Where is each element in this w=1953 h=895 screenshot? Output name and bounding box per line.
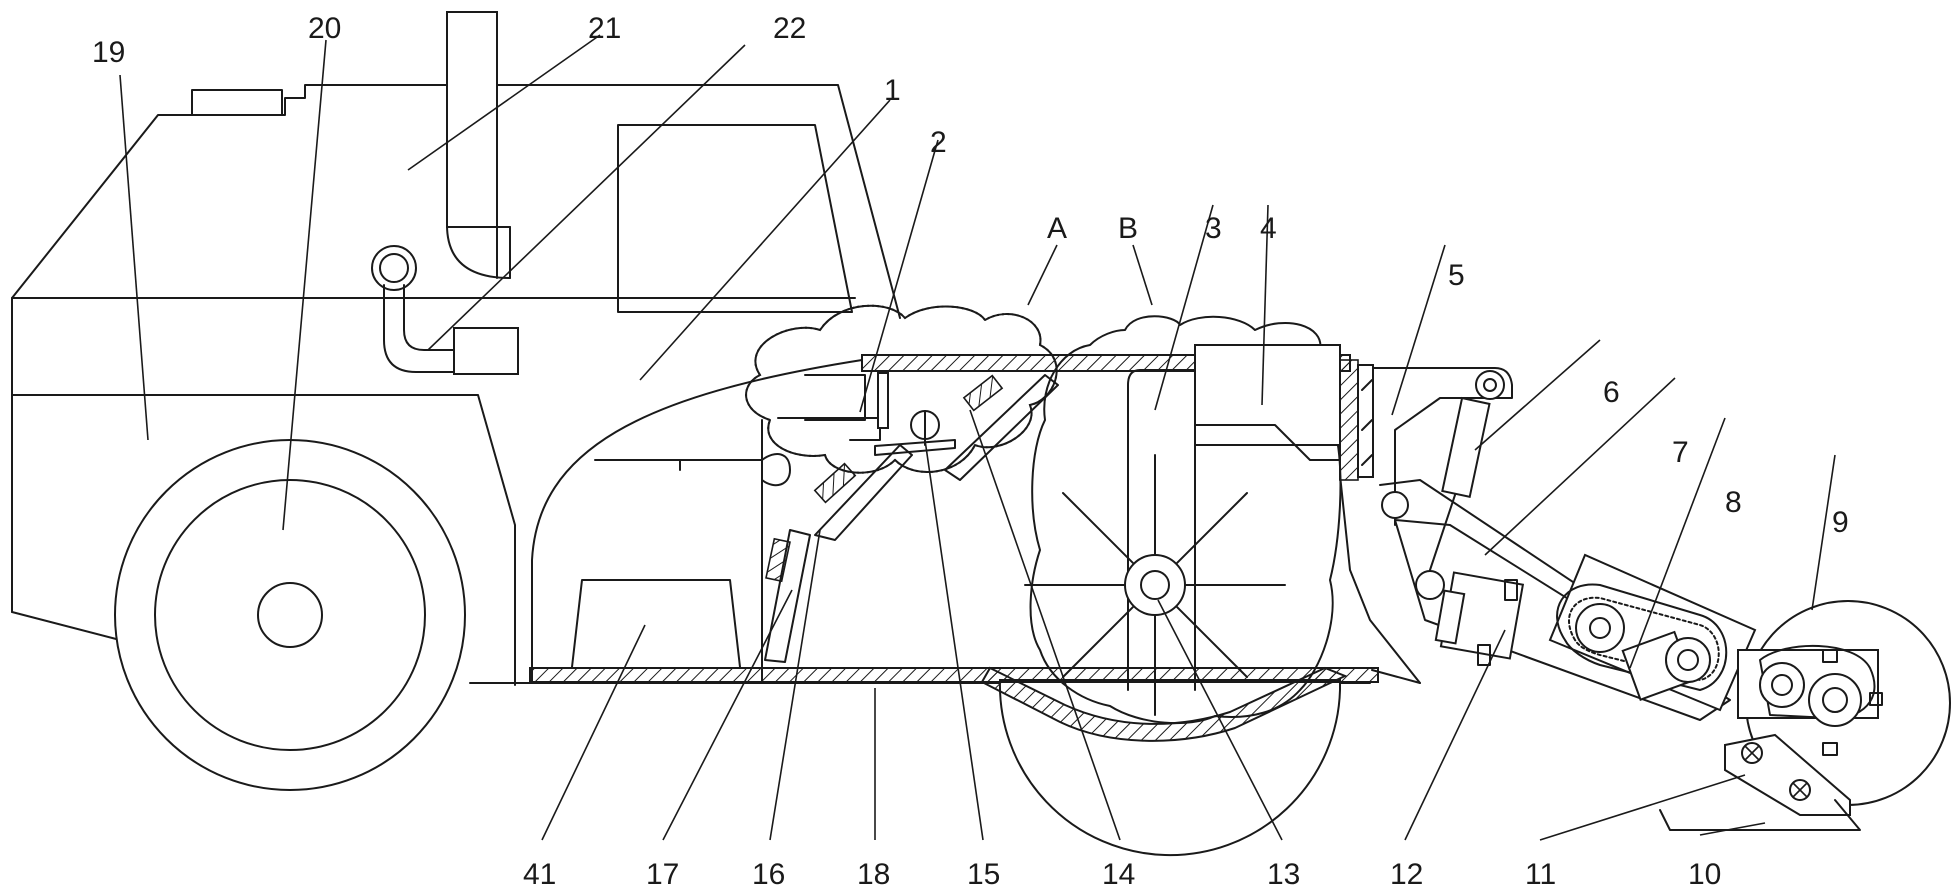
motor-12 [1434, 571, 1525, 666]
scraper-10-11 [1659, 733, 1861, 831]
label-7: 7 [1672, 436, 1689, 469]
detail-cloud-b [1029, 315, 1342, 725]
box-41 [571, 579, 741, 668]
label-21: 21 [588, 12, 621, 45]
label-6: 6 [1603, 376, 1620, 409]
label-11: 11 [1525, 858, 1556, 891]
label-B: B [1118, 212, 1138, 245]
label-12: 12 [1390, 858, 1423, 891]
label-4: 4 [1260, 212, 1277, 245]
part-labels: 19 20 21 22 1 2 A B 3 4 5 6 7 8 9 10 11 … [92, 12, 1849, 891]
label-20: 20 [308, 12, 341, 45]
label-9: 9 [1832, 506, 1849, 539]
inner-chamber [531, 359, 863, 684]
detail-a-internals [761, 372, 1059, 663]
leader-lines [119, 34, 1836, 841]
label-10: 10 [1688, 858, 1721, 891]
label-8: 8 [1725, 486, 1742, 519]
label-5: 5 [1448, 259, 1465, 292]
label-2: 2 [930, 126, 947, 159]
label-15: 15 [967, 858, 1000, 891]
label-17: 17 [646, 858, 679, 891]
exhaust-stack [446, 11, 511, 279]
label-19: 19 [92, 36, 125, 69]
cabin-window [617, 124, 853, 313]
belt-drive-8 [1548, 553, 1757, 712]
hatched-floor [529, 667, 1379, 683]
label-3: 3 [1205, 212, 1222, 245]
label-14: 14 [1102, 858, 1135, 891]
label-22: 22 [773, 12, 806, 45]
label-41: 41 [523, 858, 556, 891]
label-1: 1 [884, 74, 901, 107]
label-18: 18 [857, 858, 890, 891]
label-A: A [1047, 212, 1067, 245]
intake-pipe [371, 245, 519, 375]
label-16: 16 [752, 858, 785, 891]
hopper-bottom [980, 666, 1348, 742]
label-13: 13 [1267, 858, 1300, 891]
detail-b-internals [1127, 344, 1359, 691]
detail-cloud-a [745, 304, 1058, 474]
arm-7 [1394, 519, 1731, 721]
star-rotor [1024, 454, 1286, 716]
rear-wheel [114, 439, 466, 791]
